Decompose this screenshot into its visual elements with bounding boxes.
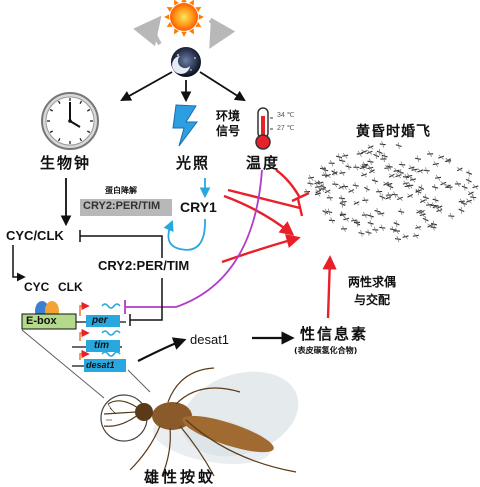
temperature-label: 温度 (246, 152, 280, 173)
gene-desat1-label: desat1 (86, 360, 115, 370)
complex-box-label: CRY2:PER/TIM (83, 200, 160, 212)
arrow-to-temperature (200, 72, 244, 100)
gene-tim-label: tim (94, 340, 109, 351)
pheromone-label: 性信息素 (300, 323, 368, 344)
complex-activates-mating (222, 238, 298, 262)
night-moon-icon (171, 47, 201, 77)
clk-label: CLK (58, 280, 83, 294)
light-label: 光照 (176, 152, 210, 173)
thermometer-icon (256, 108, 273, 149)
cry1-label: CRY1 (180, 199, 217, 215)
temperature-inhibit-swarm (228, 170, 309, 216)
mosquito-image (101, 357, 309, 476)
desat1-label: desat1 (190, 332, 229, 347)
mosquito-swarm (304, 141, 479, 242)
temp-high-label: 34 ℃ (277, 111, 295, 119)
ebox-label: E-box (26, 315, 57, 327)
cyc-label: CYC (24, 280, 49, 294)
sun-icon (164, 0, 204, 37)
mating-label: 两性求偶 与交配 (348, 273, 396, 309)
complex-inhibits-cycclk (80, 230, 162, 258)
arrow-cycclk-to-cyc (13, 245, 24, 277)
complex-inhibit-ebox (130, 278, 162, 326)
protein-degradation-label: 蛋白降解 (105, 185, 137, 196)
complex-label: CRY2:PER/TIM (98, 258, 189, 273)
temperature-inhibit-ebox (125, 170, 262, 314)
clock-label: 生物钟 (40, 152, 91, 173)
lightning-icon (173, 105, 197, 146)
pheromone-sublabel: (表皮碳氢化合物) (294, 345, 357, 356)
env-signal-label: 环境 信号 (216, 109, 240, 139)
mosquito-label: 雄性按蚊 (144, 466, 216, 487)
clock-icon (42, 93, 98, 149)
gene-per-label: per (92, 315, 108, 326)
temp-low-label: 27 ℃ (277, 124, 295, 132)
arrow-to-clock (122, 72, 172, 100)
pheromone-activates-mating (328, 258, 330, 318)
cycclk-label: CYC/CLK (6, 228, 64, 243)
arrow-gene-to-desat1 (138, 340, 184, 361)
swarm-label: 黄昏时婚飞 (356, 121, 431, 141)
